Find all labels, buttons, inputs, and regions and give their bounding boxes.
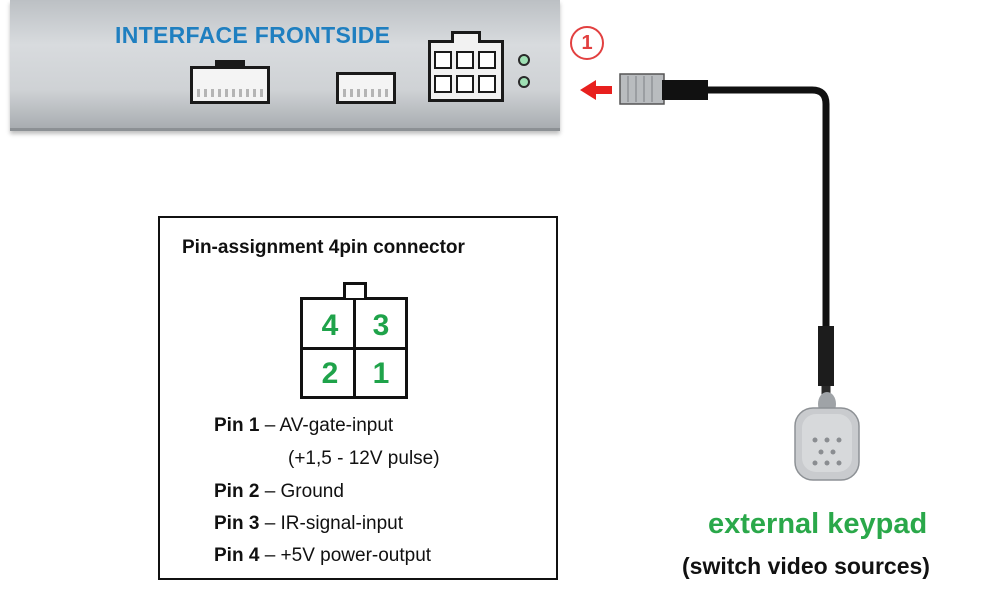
cable-strain-relief: [818, 326, 834, 386]
keypad-sublabel: (switch video sources): [682, 553, 930, 579]
connector-pin-diagram: 4 3 2 1: [300, 282, 408, 399]
step-marker: 1: [570, 26, 604, 60]
pin-number-1: 1: [372, 357, 390, 390]
pin-row: Pin 1 – AV-gate-input: [214, 415, 393, 437]
connector-socket-large: [190, 60, 270, 104]
arrow-icon: [580, 80, 612, 100]
pin-assignment-title: Pin-assignment 4pin connector: [182, 237, 465, 258]
plug-icon: [619, 73, 708, 105]
pin-description: – +5V power-output: [264, 545, 432, 566]
pin-label: Pin 3: [214, 513, 265, 534]
pin-row: Pin 3 – IR-signal-input: [214, 513, 403, 535]
pin-label: Pin 2: [214, 481, 265, 502]
connector-socket-keypad: [428, 31, 504, 102]
pin-assignment-box: Pin-assignment 4pin connector 4 3 2 1 Pi…: [158, 216, 558, 580]
pin-description: (+1,5 - 12V pulse): [288, 448, 440, 469]
pin-row: (+1,5 - 12V pulse): [288, 448, 440, 470]
pin-number-3: 3: [372, 309, 390, 342]
pin-number-4: 4: [321, 309, 339, 342]
pin-description: – IR-signal-input: [264, 513, 404, 534]
pin-label: Pin 1: [214, 415, 265, 436]
pin-row: Pin 2 – Ground: [214, 481, 344, 503]
pin-number-2: 2: [321, 357, 339, 390]
keypad-icon: [794, 392, 860, 481]
status-led-top: [518, 54, 530, 66]
pin-description: – AV-gate-input: [264, 415, 394, 436]
pin-row: Pin 4 – +5V power-output: [214, 545, 431, 567]
interface-title: INTERFACE FRONTSIDE: [115, 22, 391, 48]
status-led-bottom: [518, 76, 530, 88]
pin-label: Pin 4: [214, 545, 265, 566]
keypad-label: external keypad: [708, 508, 928, 540]
pin-description: – Ground: [264, 481, 344, 502]
connector-socket-small: [336, 72, 396, 104]
